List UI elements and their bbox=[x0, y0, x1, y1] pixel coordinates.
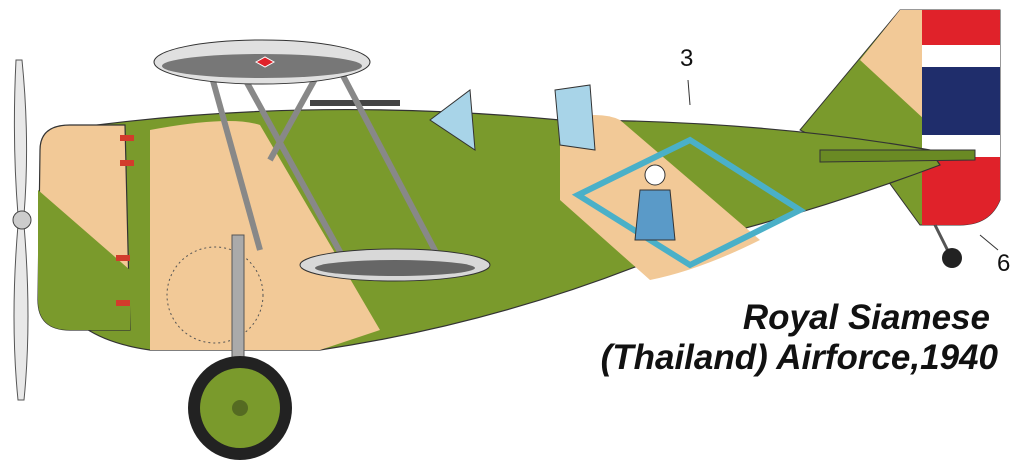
wing-struts bbox=[207, 68, 443, 272]
callout-line-3 bbox=[687, 79, 691, 106]
insignia-diamond bbox=[571, 136, 807, 269]
horizontal-stabilizer bbox=[819, 149, 976, 163]
hanuman-emblem bbox=[634, 164, 676, 241]
rear-windscreen bbox=[554, 84, 596, 151]
upper-wing bbox=[153, 39, 371, 85]
front-windscreen bbox=[429, 89, 476, 151]
caption-line-2: (Thailand) Airforce,1940 bbox=[600, 338, 998, 377]
main-wheel bbox=[188, 356, 292, 460]
caption-line-1: Royal Siamese bbox=[742, 298, 990, 337]
cowling-camo-green bbox=[38, 190, 130, 330]
exhaust-stubs bbox=[116, 135, 134, 306]
gear-fairing bbox=[166, 246, 264, 344]
lower-wing bbox=[299, 248, 491, 282]
callout-label-3: 3 bbox=[680, 45, 694, 72]
propeller bbox=[12, 59, 32, 401]
callout-line-6 bbox=[979, 234, 999, 251]
landing-gear-leg bbox=[231, 234, 245, 376]
rudder-flag-stripes bbox=[922, 10, 1000, 225]
tail-wheel bbox=[933, 224, 962, 268]
callout-label-6: 6 bbox=[997, 250, 1011, 277]
